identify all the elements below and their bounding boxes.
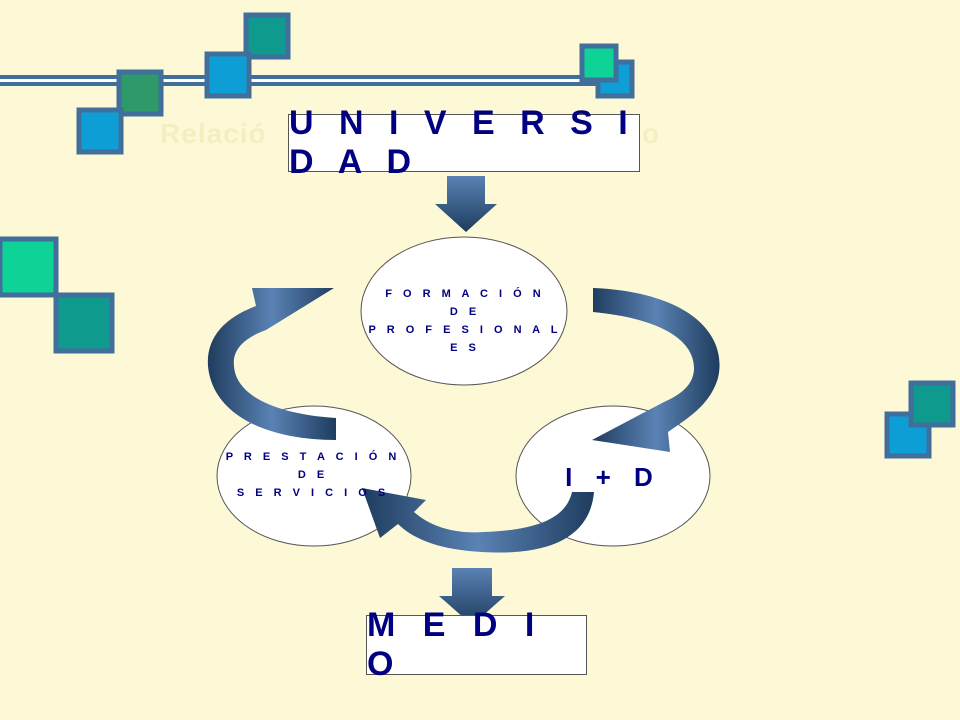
prestacion-line-2: D E (297, 469, 329, 481)
prestacion-label: P R E S T A C I Ó N D E S E R V I C I O … (218, 448, 408, 502)
curved-arrow-icon (207, 288, 336, 440)
faded-title: Relació o (160, 118, 659, 150)
prestacion-line-1: P R E S T A C I Ó N (225, 451, 401, 463)
curved-arrow-icon (592, 288, 720, 452)
formacion-line-1: F O R M A C I Ó N (385, 288, 545, 300)
decor-lines (0, 75, 606, 86)
faded-title-lead: Relació (160, 118, 267, 149)
medio-label: M E D I O (367, 606, 544, 683)
down-arrow-icon (439, 568, 505, 625)
formacion-label: F O R M A C I Ó N D E P R O F E S I O N … (362, 285, 568, 357)
id-label: I + D (516, 460, 710, 494)
decor-squares (0, 12, 956, 459)
universidad-label: U N I V E R S I D A D (289, 104, 636, 181)
node-prestacion-ellipse (216, 405, 412, 547)
node-formacion-ellipse (360, 236, 568, 386)
down-arrow-icon (435, 176, 497, 232)
universidad-box: U N I V E R S I D A D (288, 104, 640, 181)
curved-arrow-icon (362, 488, 594, 553)
formacion-line-3: P R O F E S I O N A L E S (368, 324, 562, 354)
prestacion-line-3: S E R V I C I O S (236, 487, 390, 499)
medio-box: M E D I O (366, 606, 587, 683)
formacion-line-2: D E (449, 306, 481, 318)
id-line: I + D (565, 462, 661, 492)
faded-title-tail: o (642, 118, 661, 149)
